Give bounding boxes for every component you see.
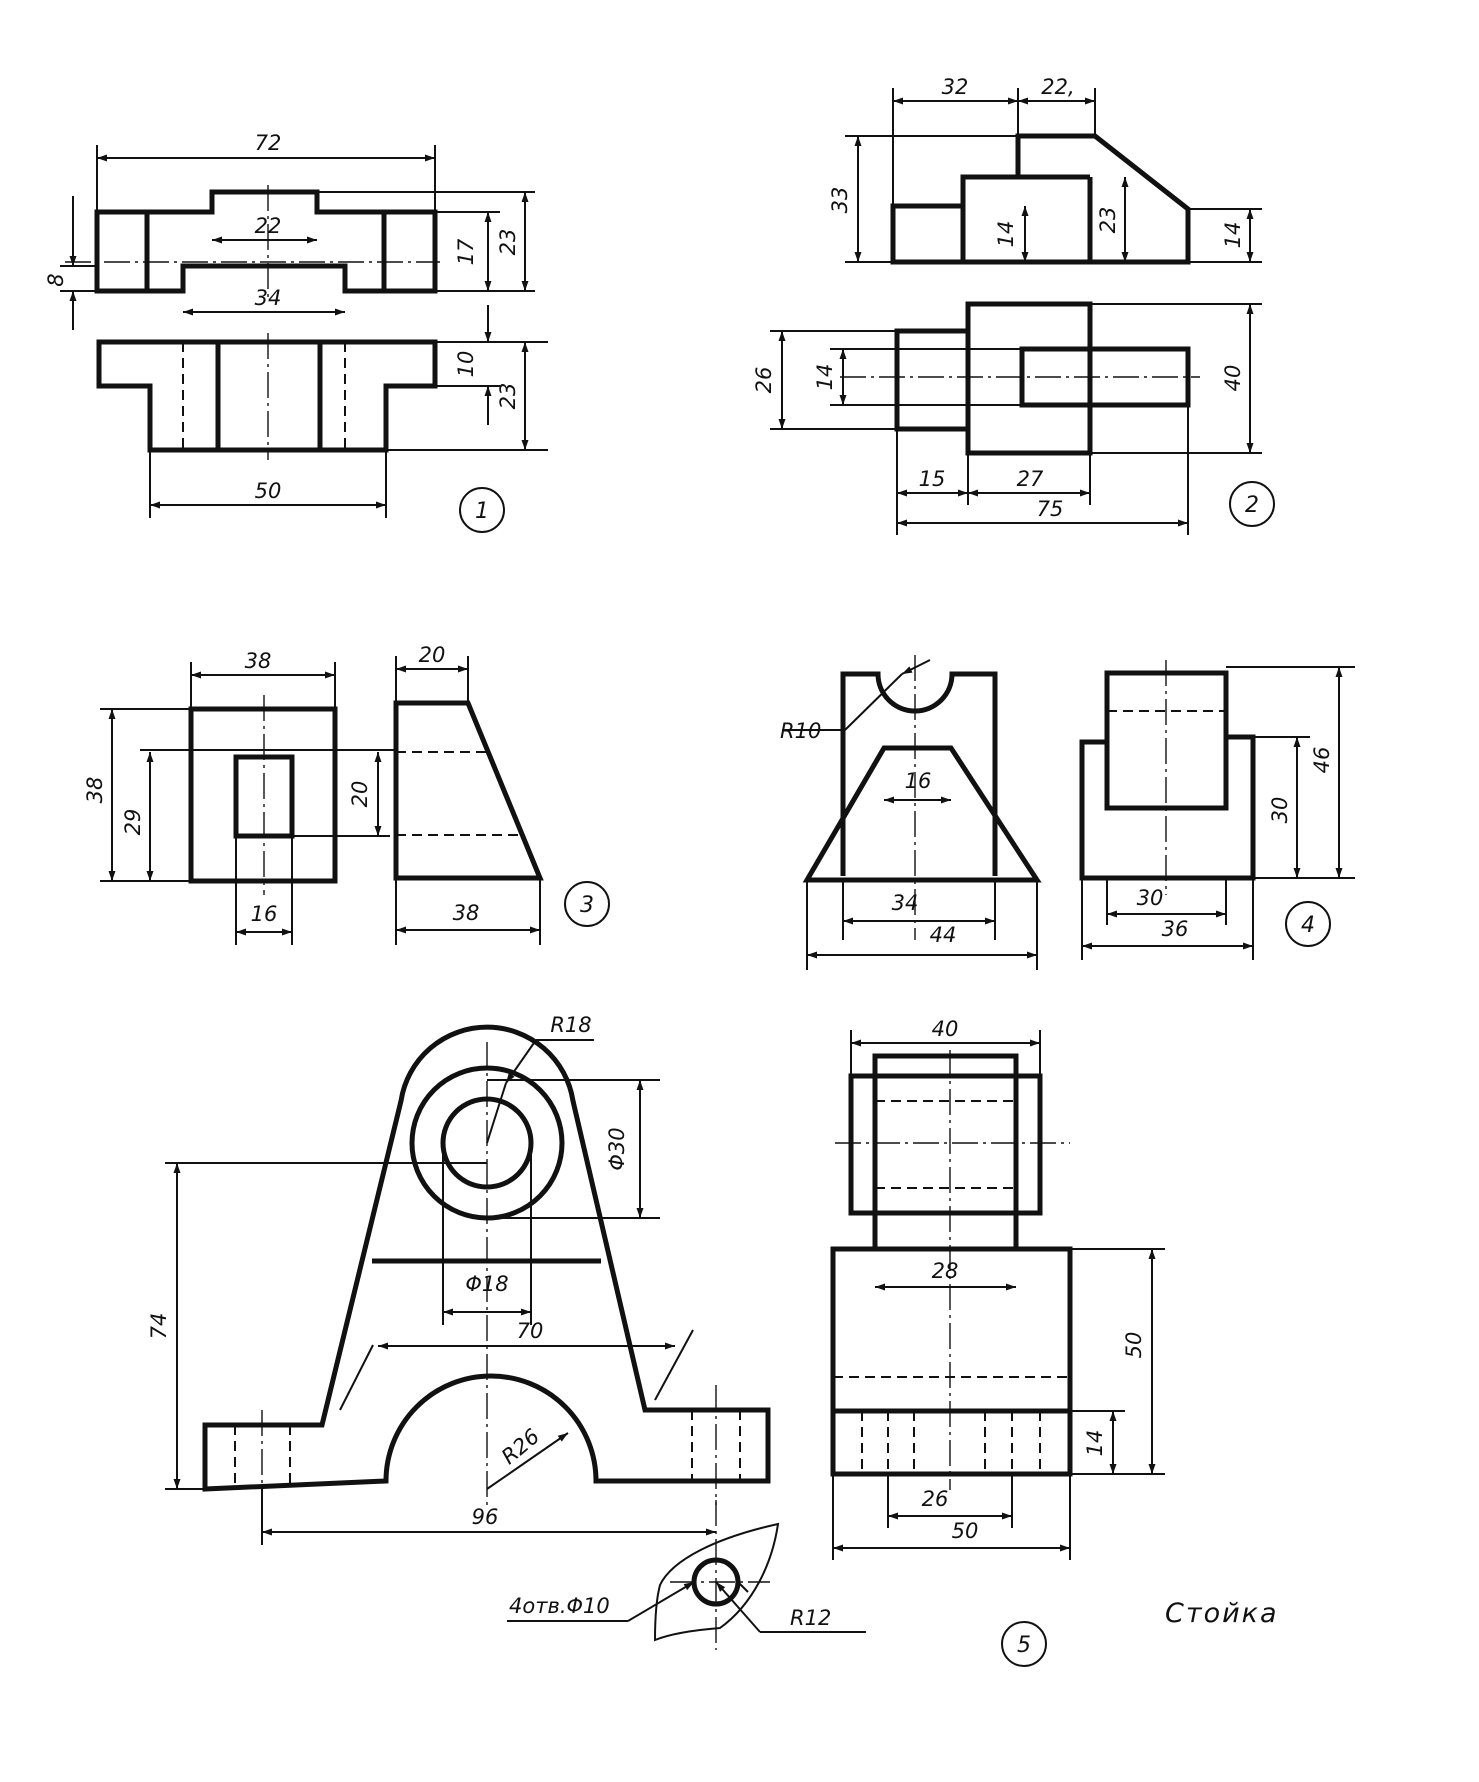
figure-1: 72 22 34 50 8 17 23 10 23 1 <box>44 131 548 533</box>
dim-fig5-70: 70 <box>517 1319 544 1343</box>
dim-fig2-27: 27 <box>1017 467 1044 491</box>
dim-fig5-holes: 4отв.Φ10 <box>509 1594 610 1618</box>
figure-2-number: 2 <box>1245 493 1259 518</box>
figure-1-front-view <box>65 185 440 300</box>
figure-4-number-circle <box>1285 901 1331 947</box>
figure-5: R18 Φ30 Φ18 74 70 R26 96 4отв.Φ10 R12 40… <box>147 1013 1165 1667</box>
dim-fig4-34: 34 <box>892 891 919 915</box>
dim-fig1-10: 10 <box>454 351 478 378</box>
dim-fig2-33: 33 <box>828 187 852 214</box>
dim-fig3-20-height: 20 <box>348 781 372 808</box>
dim-fig5-r18: R18 <box>550 1013 591 1037</box>
dim-fig1-72: 72 <box>255 131 282 155</box>
dim-fig5-d18: Φ18 <box>465 1272 508 1296</box>
figure-5-front-view <box>202 1024 771 1505</box>
figure-3: 38 38 29 20 16 20 38 3 <box>83 643 610 945</box>
figure-1-number-circle <box>459 487 505 533</box>
dim-fig1-22: 22 <box>255 214 282 238</box>
figure-2-dimensions: 32 22, 33 14 23 14 26 14 40 15 27 75 <box>752 75 1262 535</box>
dim-fig2-23: 23 <box>1096 207 1120 234</box>
figure-5-number: 5 <box>1017 1633 1031 1658</box>
figure-2: 32 22, 33 14 23 14 26 14 40 15 27 75 2 <box>752 75 1275 535</box>
figure-2-number-circle <box>1229 481 1275 527</box>
dim-fig3-38-height: 38 <box>83 777 107 804</box>
figure-1-dimensions: 72 22 34 50 8 17 23 10 23 <box>44 131 548 518</box>
dim-fig5-r26: R26 <box>497 1424 544 1469</box>
dim-fig5-14: 14 <box>1083 1430 1107 1457</box>
dim-fig2-15: 15 <box>919 467 946 491</box>
dim-fig2-14-front: 14 <box>994 221 1018 248</box>
dim-fig1-23-lower: 23 <box>496 383 520 410</box>
figure-4-front-view <box>802 655 1042 940</box>
dim-fig4-36: 36 <box>1162 917 1189 941</box>
dim-fig2-14-right: 14 <box>1221 222 1245 249</box>
figure-3-number: 3 <box>580 893 594 918</box>
figure-5-side-view <box>830 1050 1073 1490</box>
figure-5-number-circle <box>1001 1621 1047 1667</box>
dim-fig5-28: 28 <box>932 1259 959 1283</box>
figure-1-top-view <box>96 333 438 460</box>
dim-fig1-23-upper: 23 <box>496 229 520 256</box>
dim-fig1-8: 8 <box>44 273 68 286</box>
dim-fig3-20-top: 20 <box>419 643 446 667</box>
dim-fig5-96: 96 <box>472 1505 499 1529</box>
dim-fig2-32: 32 <box>942 75 969 99</box>
dim-fig3-29: 29 <box>121 809 145 836</box>
dim-fig3-38-top: 38 <box>245 649 272 673</box>
dim-fig4-30-width: 30 <box>1137 886 1164 910</box>
dim-fig5-50-width: 50 <box>952 1519 979 1543</box>
figure-1-number: 1 <box>475 499 489 524</box>
dim-fig2-14-top: 14 <box>813 364 837 391</box>
dim-fig4-46: 46 <box>1310 747 1334 774</box>
figure-5-dimensions: R18 Φ30 Φ18 74 70 R26 96 4отв.Φ10 R12 40… <box>147 1013 1165 1633</box>
dim-fig4-30-height: 30 <box>1268 797 1292 824</box>
dim-fig2-75: 75 <box>1037 497 1064 521</box>
figure-2-front-view <box>890 133 1191 265</box>
figure-4-dimensions: R10 16 34 44 46 30 30 36 <box>780 659 1355 970</box>
dim-fig4-16: 16 <box>905 769 932 793</box>
dim-fig5-r12: R12 <box>790 1606 831 1630</box>
dim-fig5-d30: Φ30 <box>605 1127 629 1170</box>
dim-fig5-26: 26 <box>922 1487 949 1511</box>
dim-fig1-34: 34 <box>255 286 282 310</box>
dim-fig5-50-height: 50 <box>1122 1332 1146 1359</box>
dim-fig3-38-side: 38 <box>453 901 480 925</box>
dim-fig2-22: 22, <box>1041 75 1074 99</box>
figure-3-front-view <box>188 695 338 895</box>
dim-fig2-40: 40 <box>1221 365 1245 392</box>
drawing-caption: Стойка <box>1165 1598 1279 1629</box>
dim-fig5-74: 74 <box>147 1313 171 1340</box>
figure-4: R10 16 34 44 46 30 30 36 4 <box>780 655 1355 970</box>
dim-fig2-26: 26 <box>752 367 776 394</box>
figure-3-dimensions: 38 38 29 20 16 20 38 <box>83 643 541 945</box>
figure-3-side-view <box>393 700 544 881</box>
dim-fig5-40: 40 <box>932 1017 959 1041</box>
figure-5-section-detail <box>653 1500 780 1650</box>
dim-fig4-r10: R10 <box>780 719 821 743</box>
figure-3-number-circle <box>564 881 610 927</box>
dim-fig3-16: 16 <box>251 902 278 926</box>
dim-fig1-17: 17 <box>454 238 478 265</box>
figure-4-side-view <box>1079 660 1256 895</box>
dim-fig4-44: 44 <box>930 923 957 947</box>
figure-2-top-view <box>840 301 1200 456</box>
figure-4-number: 4 <box>1301 913 1315 938</box>
dim-fig1-50: 50 <box>255 479 282 503</box>
